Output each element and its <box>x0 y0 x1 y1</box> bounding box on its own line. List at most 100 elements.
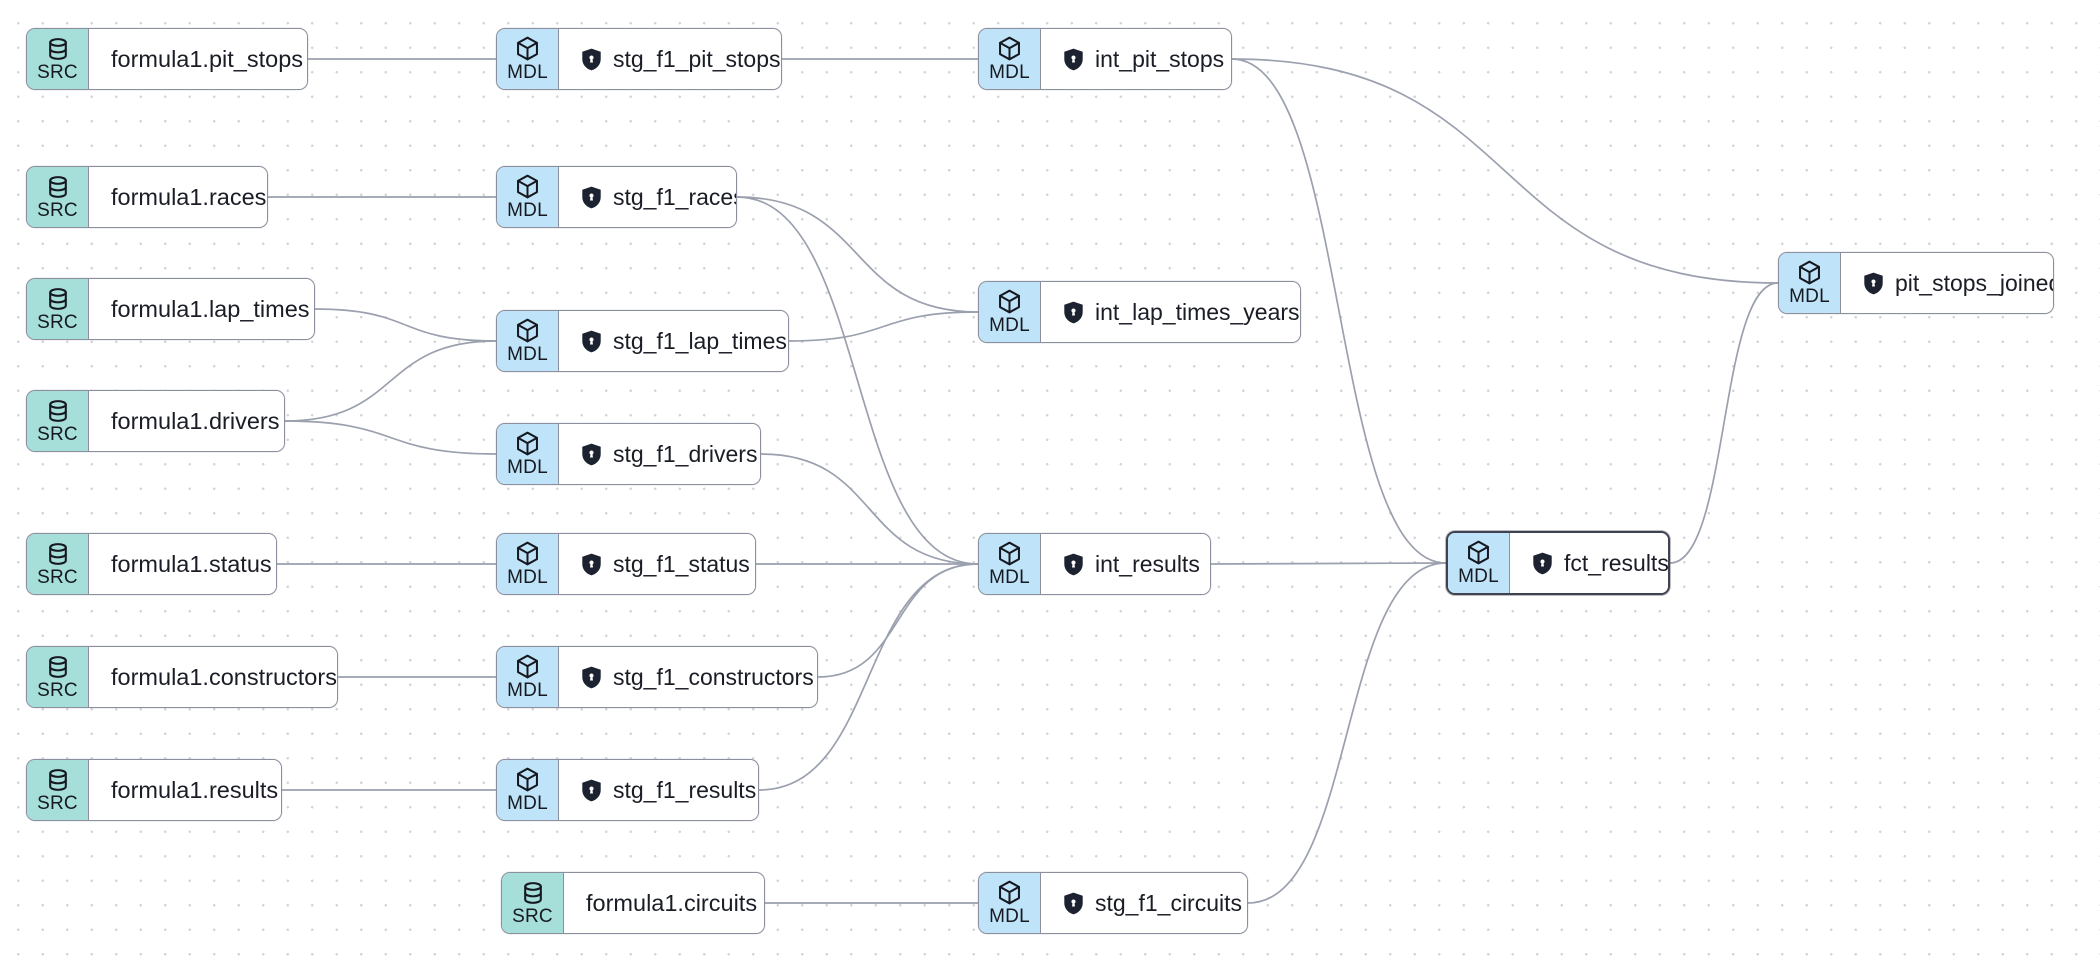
node-body[interactable]: formula1.circuits <box>564 873 764 933</box>
node-type-label: MDL <box>507 344 548 365</box>
node-type-badge-src: SRC <box>502 873 564 933</box>
node-type-label: MDL <box>507 457 548 478</box>
shield-lock-icon <box>581 666 602 689</box>
node-type-badge-mdl: MDL <box>497 167 559 227</box>
node-body[interactable]: formula1.constructors <box>89 647 337 707</box>
node-body[interactable]: formula1.results <box>89 760 281 820</box>
node-label: int_pit_stops <box>1095 46 1225 72</box>
node-label: formula1.circuits <box>586 890 758 916</box>
node-type-label: SRC <box>512 905 553 927</box>
node-body[interactable]: stg_f1_results <box>559 760 758 820</box>
graph-node-src_circuits[interactable]: SRC formula1.circuits <box>501 872 765 934</box>
node-label: int_results <box>1095 551 1200 577</box>
database-icon <box>520 880 546 906</box>
cube-icon <box>1465 539 1492 566</box>
graph-node-stg_lap_times[interactable]: MDL stg_f1_lap_times <box>496 310 789 372</box>
node-body[interactable]: int_pit_stops <box>1041 29 1231 89</box>
node-type-label: MDL <box>989 567 1030 588</box>
graph-node-src_status[interactable]: SRC formula1.status <box>26 533 277 595</box>
database-icon <box>45 36 71 62</box>
graph-node-int_results[interactable]: MDL int_results <box>978 533 1211 595</box>
graph-node-src_pit_stops[interactable]: SRC formula1.pit_stops <box>26 28 308 90</box>
node-label: pit_stops_joined <box>1895 270 2054 296</box>
node-label: int_lap_times_years <box>1095 299 1300 325</box>
graph-edge <box>760 453 979 565</box>
node-body[interactable]: stg_f1_drivers <box>559 424 760 484</box>
node-body[interactable]: stg_f1_circuits <box>1041 873 1247 933</box>
graph-node-src_lap_times[interactable]: SRC formula1.lap_times <box>26 278 315 340</box>
graph-node-pit_stops_joined[interactable]: MDL pit_stops_joined <box>1778 252 2054 314</box>
node-type-badge-src: SRC <box>27 29 89 89</box>
graph-node-src_races[interactable]: SRC formula1.races <box>26 166 268 228</box>
node-type-badge-src: SRC <box>27 647 89 707</box>
node-body[interactable]: stg_f1_status <box>559 534 755 594</box>
node-body[interactable]: int_results <box>1041 534 1210 594</box>
node-label: formula1.status <box>111 551 272 577</box>
node-type-badge-mdl: MDL <box>497 311 559 371</box>
graph-edge <box>314 308 497 342</box>
shield-lock-icon <box>1863 272 1884 295</box>
shield-lock-icon <box>581 779 602 802</box>
cube-icon <box>996 288 1023 315</box>
node-type-badge-mdl: MDL <box>979 29 1041 89</box>
node-body[interactable]: formula1.drivers <box>89 391 284 451</box>
node-body[interactable]: formula1.lap_times <box>89 279 314 339</box>
node-type-badge-mdl: MDL <box>497 534 559 594</box>
node-body[interactable]: stg_f1_lap_times <box>559 311 788 371</box>
cube-icon <box>514 173 541 200</box>
graph-node-stg_drivers[interactable]: MDL stg_f1_drivers <box>496 423 761 485</box>
node-body[interactable]: formula1.races <box>89 167 267 227</box>
cube-icon <box>996 540 1023 567</box>
node-type-label: SRC <box>37 61 78 83</box>
node-body[interactable]: formula1.pit_stops <box>89 29 307 89</box>
node-type-badge-src: SRC <box>27 279 89 339</box>
shield-lock-icon <box>1063 892 1084 915</box>
node-label: formula1.constructors <box>111 664 337 690</box>
node-type-badge-mdl: MDL <box>1779 253 1841 313</box>
cube-icon <box>514 653 541 680</box>
cube-icon <box>514 766 541 793</box>
node-label: stg_f1_drivers <box>613 441 758 467</box>
node-body[interactable]: stg_f1_constructors <box>559 647 817 707</box>
node-body[interactable]: formula1.status <box>89 534 276 594</box>
node-label: stg_f1_constructors <box>613 664 814 690</box>
node-body[interactable]: stg_f1_races <box>559 167 736 227</box>
node-type-label: SRC <box>37 566 78 588</box>
graph-node-stg_status[interactable]: MDL stg_f1_status <box>496 533 756 595</box>
node-label: formula1.lap_times <box>111 296 310 322</box>
node-type-label: MDL <box>507 567 548 588</box>
node-body[interactable]: fct_results <box>1510 533 1668 593</box>
database-icon <box>45 541 71 567</box>
node-type-label: SRC <box>37 423 78 445</box>
cube-icon <box>1796 259 1823 286</box>
graph-node-src_drivers[interactable]: SRC formula1.drivers <box>26 390 285 452</box>
node-body[interactable]: stg_f1_pit_stops <box>559 29 781 89</box>
node-type-label: MDL <box>989 315 1030 336</box>
node-type-label: SRC <box>37 199 78 221</box>
shield-lock-icon <box>581 553 602 576</box>
graph-edge <box>736 196 979 565</box>
database-icon <box>45 767 71 793</box>
graph-edge <box>1210 562 1447 565</box>
graph-edge <box>788 311 979 342</box>
graph-node-int_pit_stops[interactable]: MDL int_pit_stops <box>978 28 1232 90</box>
shield-lock-icon <box>581 330 602 353</box>
node-type-badge-mdl: MDL <box>1448 533 1510 593</box>
node-body[interactable]: pit_stops_joined <box>1841 253 2054 313</box>
node-label: stg_f1_circuits <box>1095 890 1243 916</box>
graph-edge <box>1669 282 1779 564</box>
database-icon <box>45 174 71 200</box>
graph-node-src_constructors[interactable]: SRC formula1.constructors <box>26 646 338 708</box>
shield-lock-icon <box>1532 552 1553 575</box>
graph-node-int_lap_times_years[interactable]: MDL int_lap_times_years <box>978 281 1301 343</box>
node-body[interactable]: int_lap_times_years <box>1041 282 1300 342</box>
cube-icon <box>996 879 1023 906</box>
